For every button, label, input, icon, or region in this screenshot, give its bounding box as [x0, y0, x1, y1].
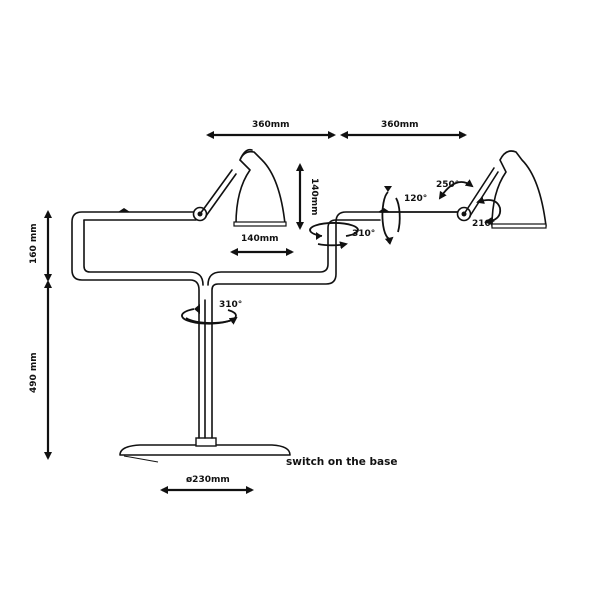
base-height-label: 490 mm: [29, 352, 39, 393]
shade-height-label: 140mm: [309, 178, 319, 216]
width-left-label: 360mm: [252, 120, 290, 130]
stem-rotation-label: 310°: [219, 300, 242, 310]
frame-right-inner: [207, 219, 381, 286]
lamp-left: [71, 148, 461, 463]
right-shade: [491, 150, 547, 227]
shade-tilt-label: 210°: [472, 219, 495, 229]
rotation-arrow-icon: [181, 304, 238, 325]
rotation-arrow-icon: [309, 222, 359, 250]
upper-height-label: 160 mm: [29, 223, 39, 264]
elbow-rotation-label: 310°: [352, 229, 375, 239]
lamp-stem-inner: [211, 211, 461, 439]
base-diameter-label: ø230mm: [186, 475, 230, 485]
rotation-arrow-icon: [381, 186, 401, 245]
left-upper-arm: [199, 169, 237, 217]
frame-left-inner: [83, 219, 204, 286]
right-arm-switch: [378, 208, 390, 212]
right-shade-rim: [491, 223, 547, 229]
rotation-indicators: [181, 179, 502, 325]
rotation-arrow-icon: [476, 196, 502, 226]
elbow-tilt-label: 120°: [404, 194, 427, 204]
dimension-lines: [44, 131, 467, 494]
shade-swivel-label: 250°: [436, 180, 459, 190]
rotation-arrow-icon: [438, 179, 474, 200]
left-shade-rim: [233, 221, 287, 227]
lamp-stem-outer: [71, 211, 200, 439]
left-shade: [235, 150, 286, 225]
shade-width-label: 140mm: [241, 234, 279, 244]
power-cord: [123, 455, 159, 463]
lamp-right: [378, 150, 547, 229]
right-upper-arm: [463, 167, 499, 217]
arm-switch: [118, 208, 130, 212]
left-shade-neck: [239, 148, 253, 161]
width-right-label: 360mm: [381, 120, 419, 130]
labels: 360mm 360mm 140mm 140mm 160 mm 490 mm ø2…: [29, 120, 495, 485]
base-collar: [195, 437, 217, 447]
lamp-base: [119, 444, 291, 456]
switch-note: switch on the base: [286, 456, 398, 468]
